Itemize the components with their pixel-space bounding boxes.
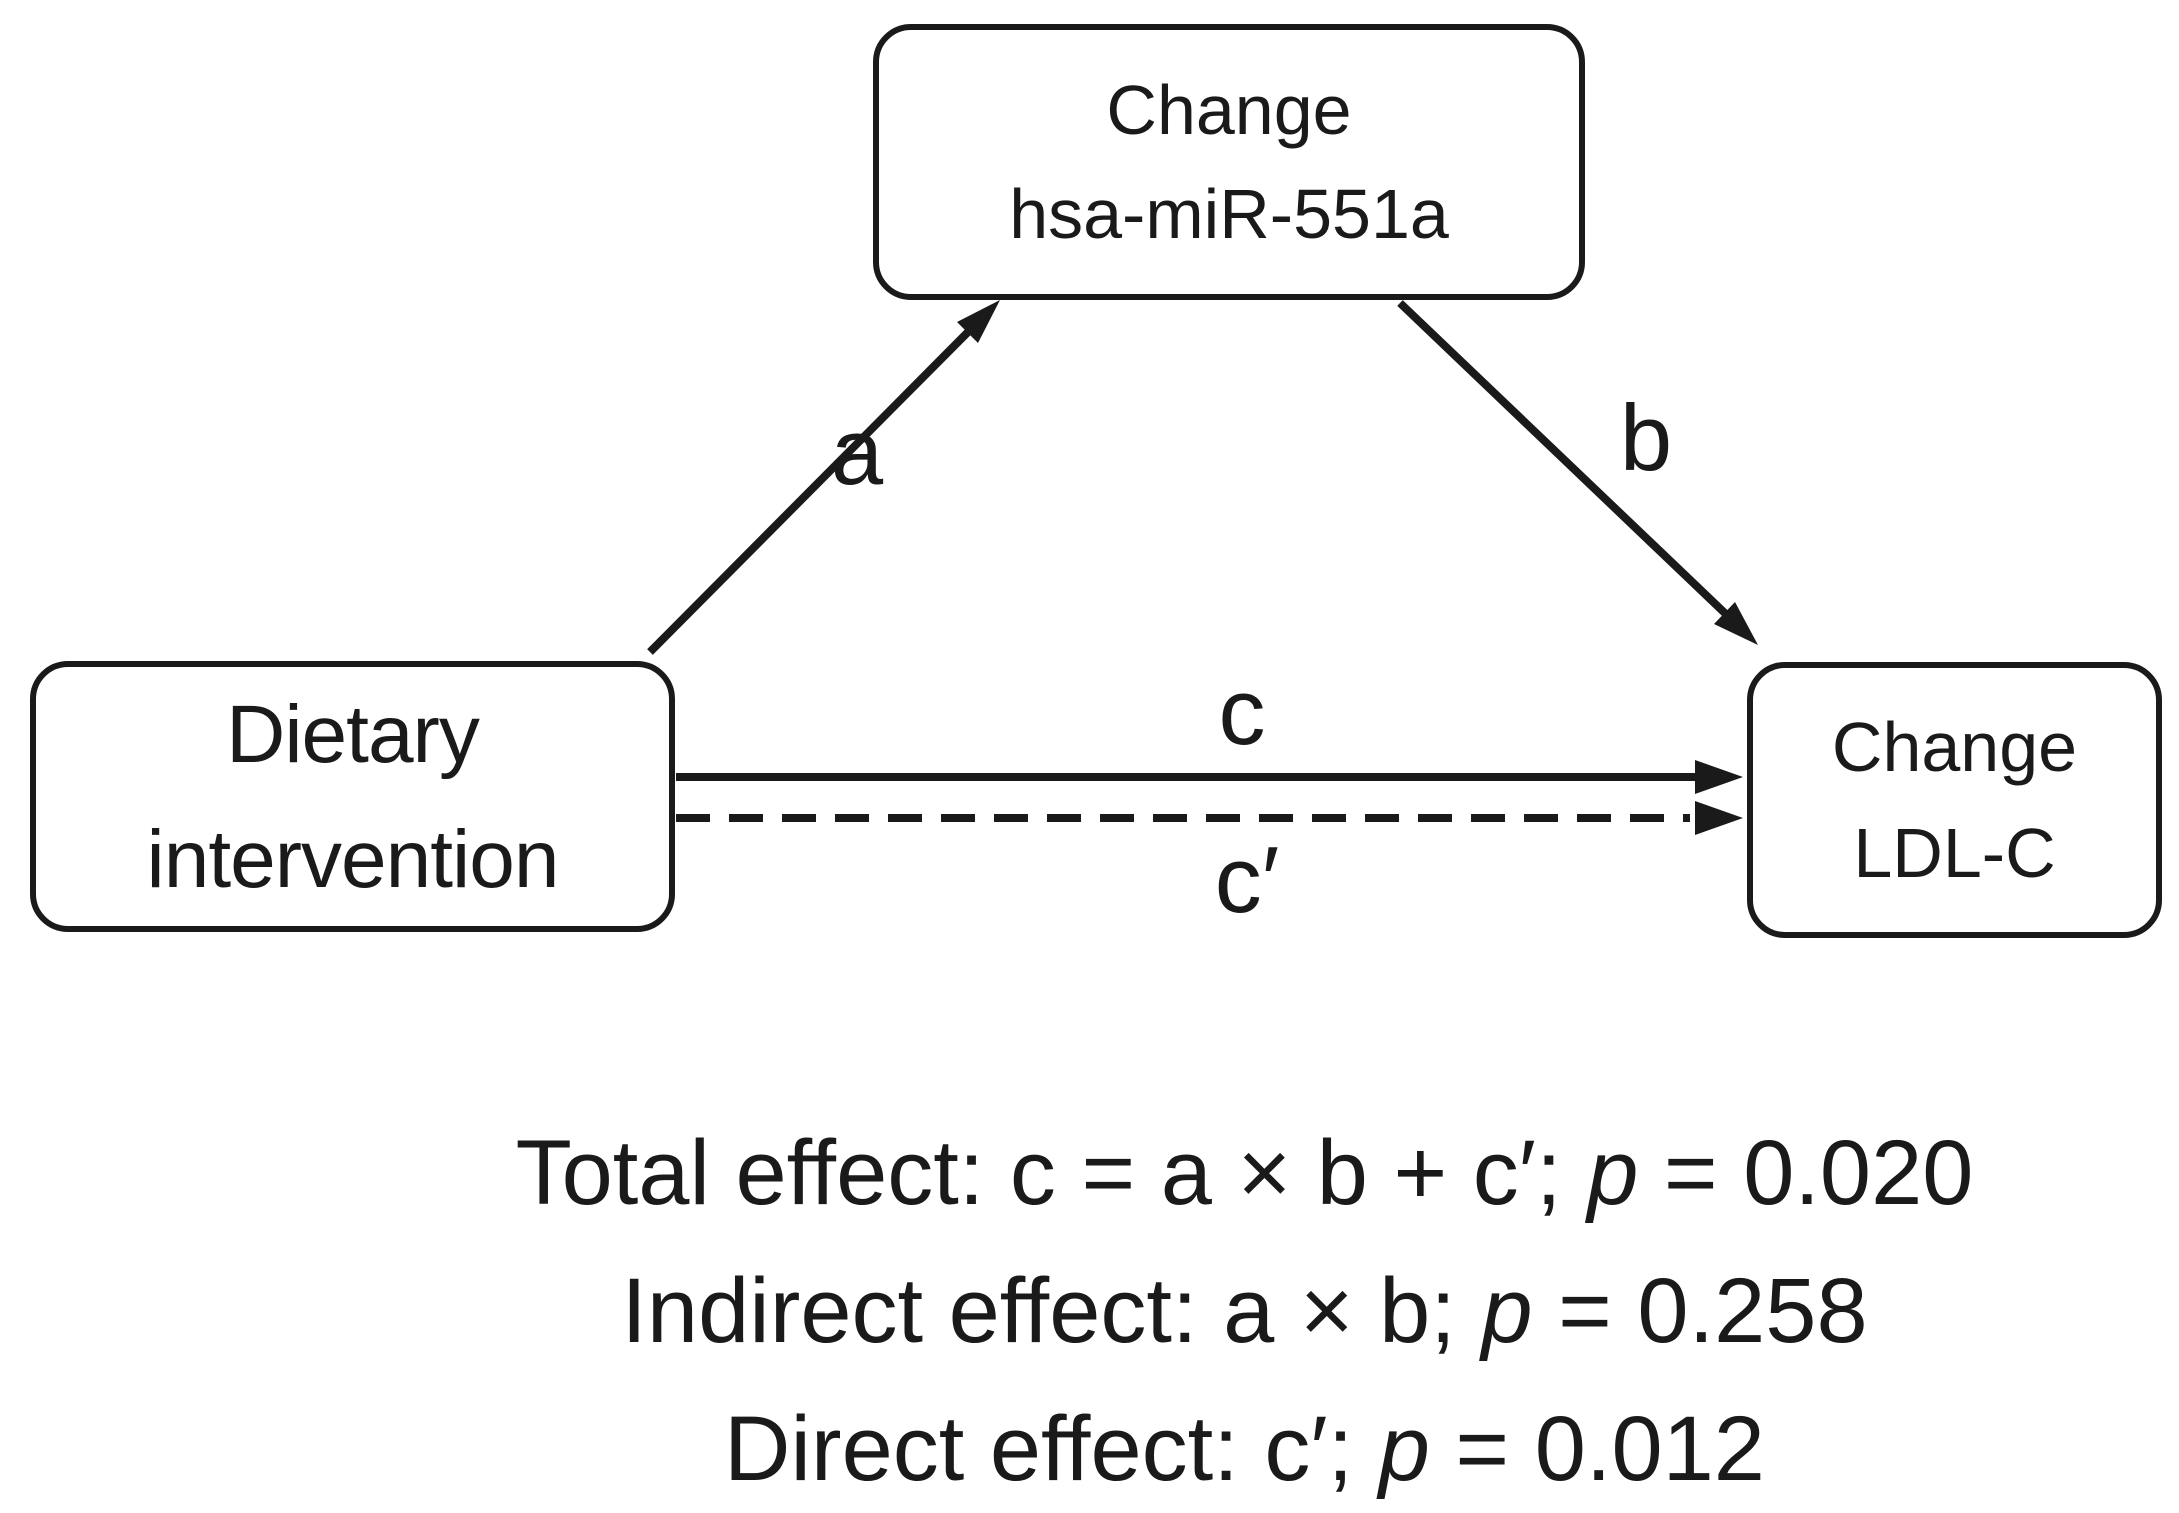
path-c-label: c — [1218, 659, 1266, 764]
p-symbol: p — [1481, 1260, 1533, 1362]
node-label-line: intervention — [146, 813, 560, 905]
predictor-node: Dietary intervention — [30, 661, 675, 932]
outcome-node: Change LDL-C — [1747, 662, 2162, 938]
node-label-line: Change — [1106, 71, 1352, 149]
path-a-arrow — [647, 300, 1000, 655]
node-label-line: hsa-miR-551a — [1009, 175, 1449, 253]
p-symbol: p — [1587, 1122, 1639, 1224]
node-label-line: LDL-C — [1853, 814, 2056, 892]
p-symbol: p — [1378, 1398, 1430, 1500]
equation-segment: = 0.258 — [1532, 1260, 1868, 1362]
path-c-arrow — [676, 760, 1743, 794]
indirect-effect-line: Indirect effect: a × b; p = 0.258 — [310, 1242, 2179, 1380]
equation-segment: = 0.012 — [1429, 1398, 1765, 1500]
total-effect-line: Total effect: c = a × b + c′; p = 0.020 — [310, 1104, 2179, 1242]
direct-effect-line: Direct effect: c′; p = 0.012 — [310, 1380, 2179, 1513]
node-label-line: Change — [1831, 708, 2078, 786]
equation-segment: = 0.020 — [1638, 1122, 1974, 1224]
path-c-prime-label: c′ — [1214, 827, 1280, 932]
path-c-prime-arrow — [676, 801, 1743, 835]
equation-segment: Total effect: c = a × b + c′; — [515, 1122, 1588, 1224]
path-a-label: a — [830, 399, 884, 504]
equation-segment: Direct effect: c′; — [724, 1398, 1379, 1500]
path-b-arrow — [1397, 300, 1758, 645]
node-label-line: Dietary — [226, 688, 480, 780]
effects-summary: Total effect: c = a × b + c′; p = 0.020 … — [310, 1104, 2179, 1513]
path-b-label: b — [1619, 385, 1673, 490]
equation-segment: Indirect effect: a × b; — [621, 1260, 1482, 1362]
mediator-node: Change hsa-miR-551a — [873, 24, 1585, 300]
